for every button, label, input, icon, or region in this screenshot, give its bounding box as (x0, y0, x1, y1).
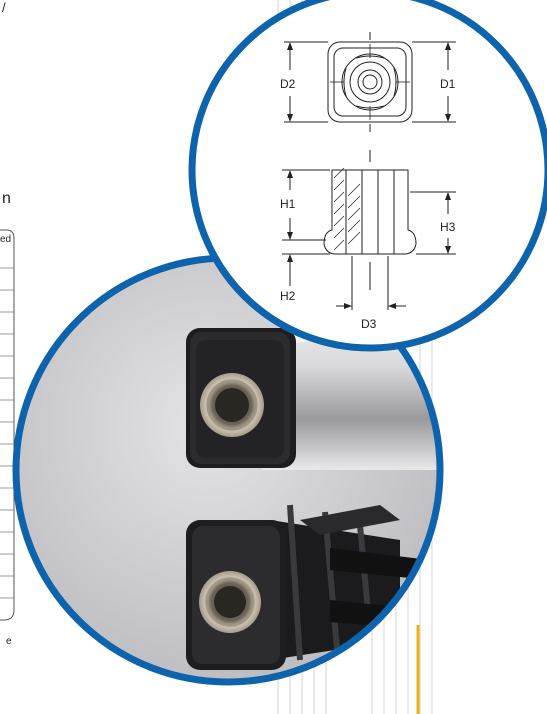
table-header-fragment: ed (0, 234, 12, 245)
label-h2: H2 (280, 289, 296, 303)
technical-drawing (188, 0, 547, 352)
label-d2: D2 (280, 77, 296, 91)
table-outline (0, 229, 15, 621)
top-left-mark: / (2, 0, 6, 15)
label-d3: D3 (361, 317, 377, 331)
label-h3: H3 (440, 220, 456, 234)
section-letter: n (2, 190, 11, 207)
footnote-fragment: e (6, 636, 12, 647)
label-d1: D1 (440, 77, 456, 91)
label-h1: H1 (280, 197, 296, 211)
